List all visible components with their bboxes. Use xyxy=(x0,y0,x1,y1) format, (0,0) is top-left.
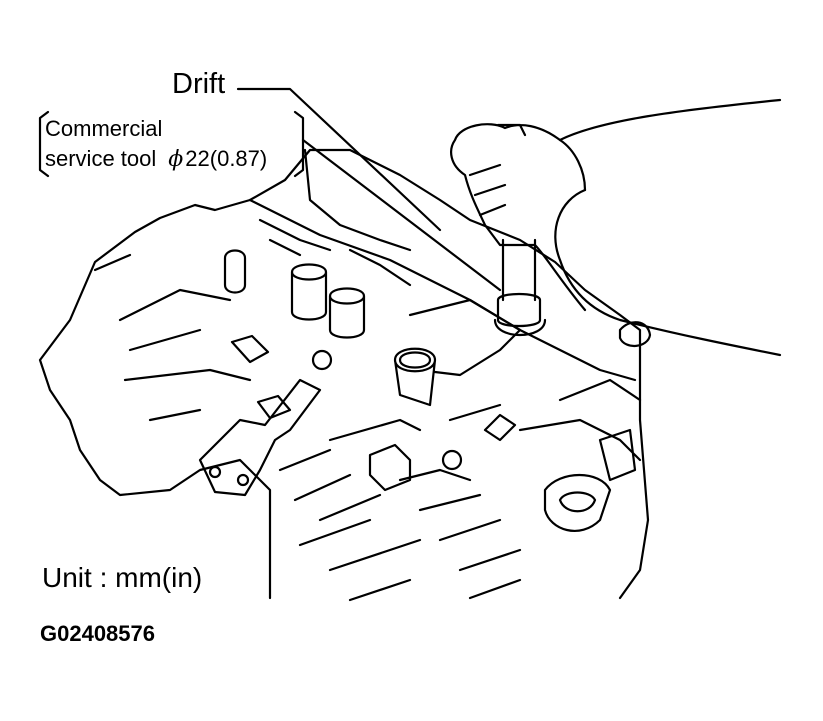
phi-symbol: ϕ xyxy=(168,147,184,172)
tool-label-line1: Commercial xyxy=(45,116,163,141)
bolt-head xyxy=(311,349,333,371)
central-port xyxy=(393,298,522,407)
drift-leader-line xyxy=(236,87,442,232)
unit-label: Unit : mm(in) xyxy=(42,562,203,593)
housing-ribs xyxy=(93,218,412,422)
case-outline xyxy=(38,148,650,600)
drift-tool xyxy=(493,238,547,337)
block-feature xyxy=(368,443,412,492)
plate-hole xyxy=(236,473,250,487)
tool-label-text: service tool xyxy=(45,146,157,171)
plate-hole xyxy=(208,465,222,479)
tool-diameter-value: 22(0.87) xyxy=(185,146,268,171)
figure-id: G02408576 xyxy=(40,621,155,646)
mounting-plate xyxy=(198,378,322,497)
clip xyxy=(256,394,292,420)
bracket-left xyxy=(38,110,50,178)
right-housing xyxy=(518,321,652,532)
bolt-head xyxy=(441,449,463,471)
drift-label: Drift xyxy=(172,68,226,100)
bracket-right xyxy=(293,110,305,178)
hand xyxy=(450,123,587,312)
boss-feature xyxy=(483,413,517,442)
lower-fins xyxy=(278,403,522,602)
boss-left xyxy=(223,249,366,339)
sleeve xyxy=(554,98,782,357)
tool-leader-line xyxy=(301,138,502,292)
clip xyxy=(230,334,270,364)
tool-label-line2: service tool ϕ22(0.87) xyxy=(45,146,267,172)
